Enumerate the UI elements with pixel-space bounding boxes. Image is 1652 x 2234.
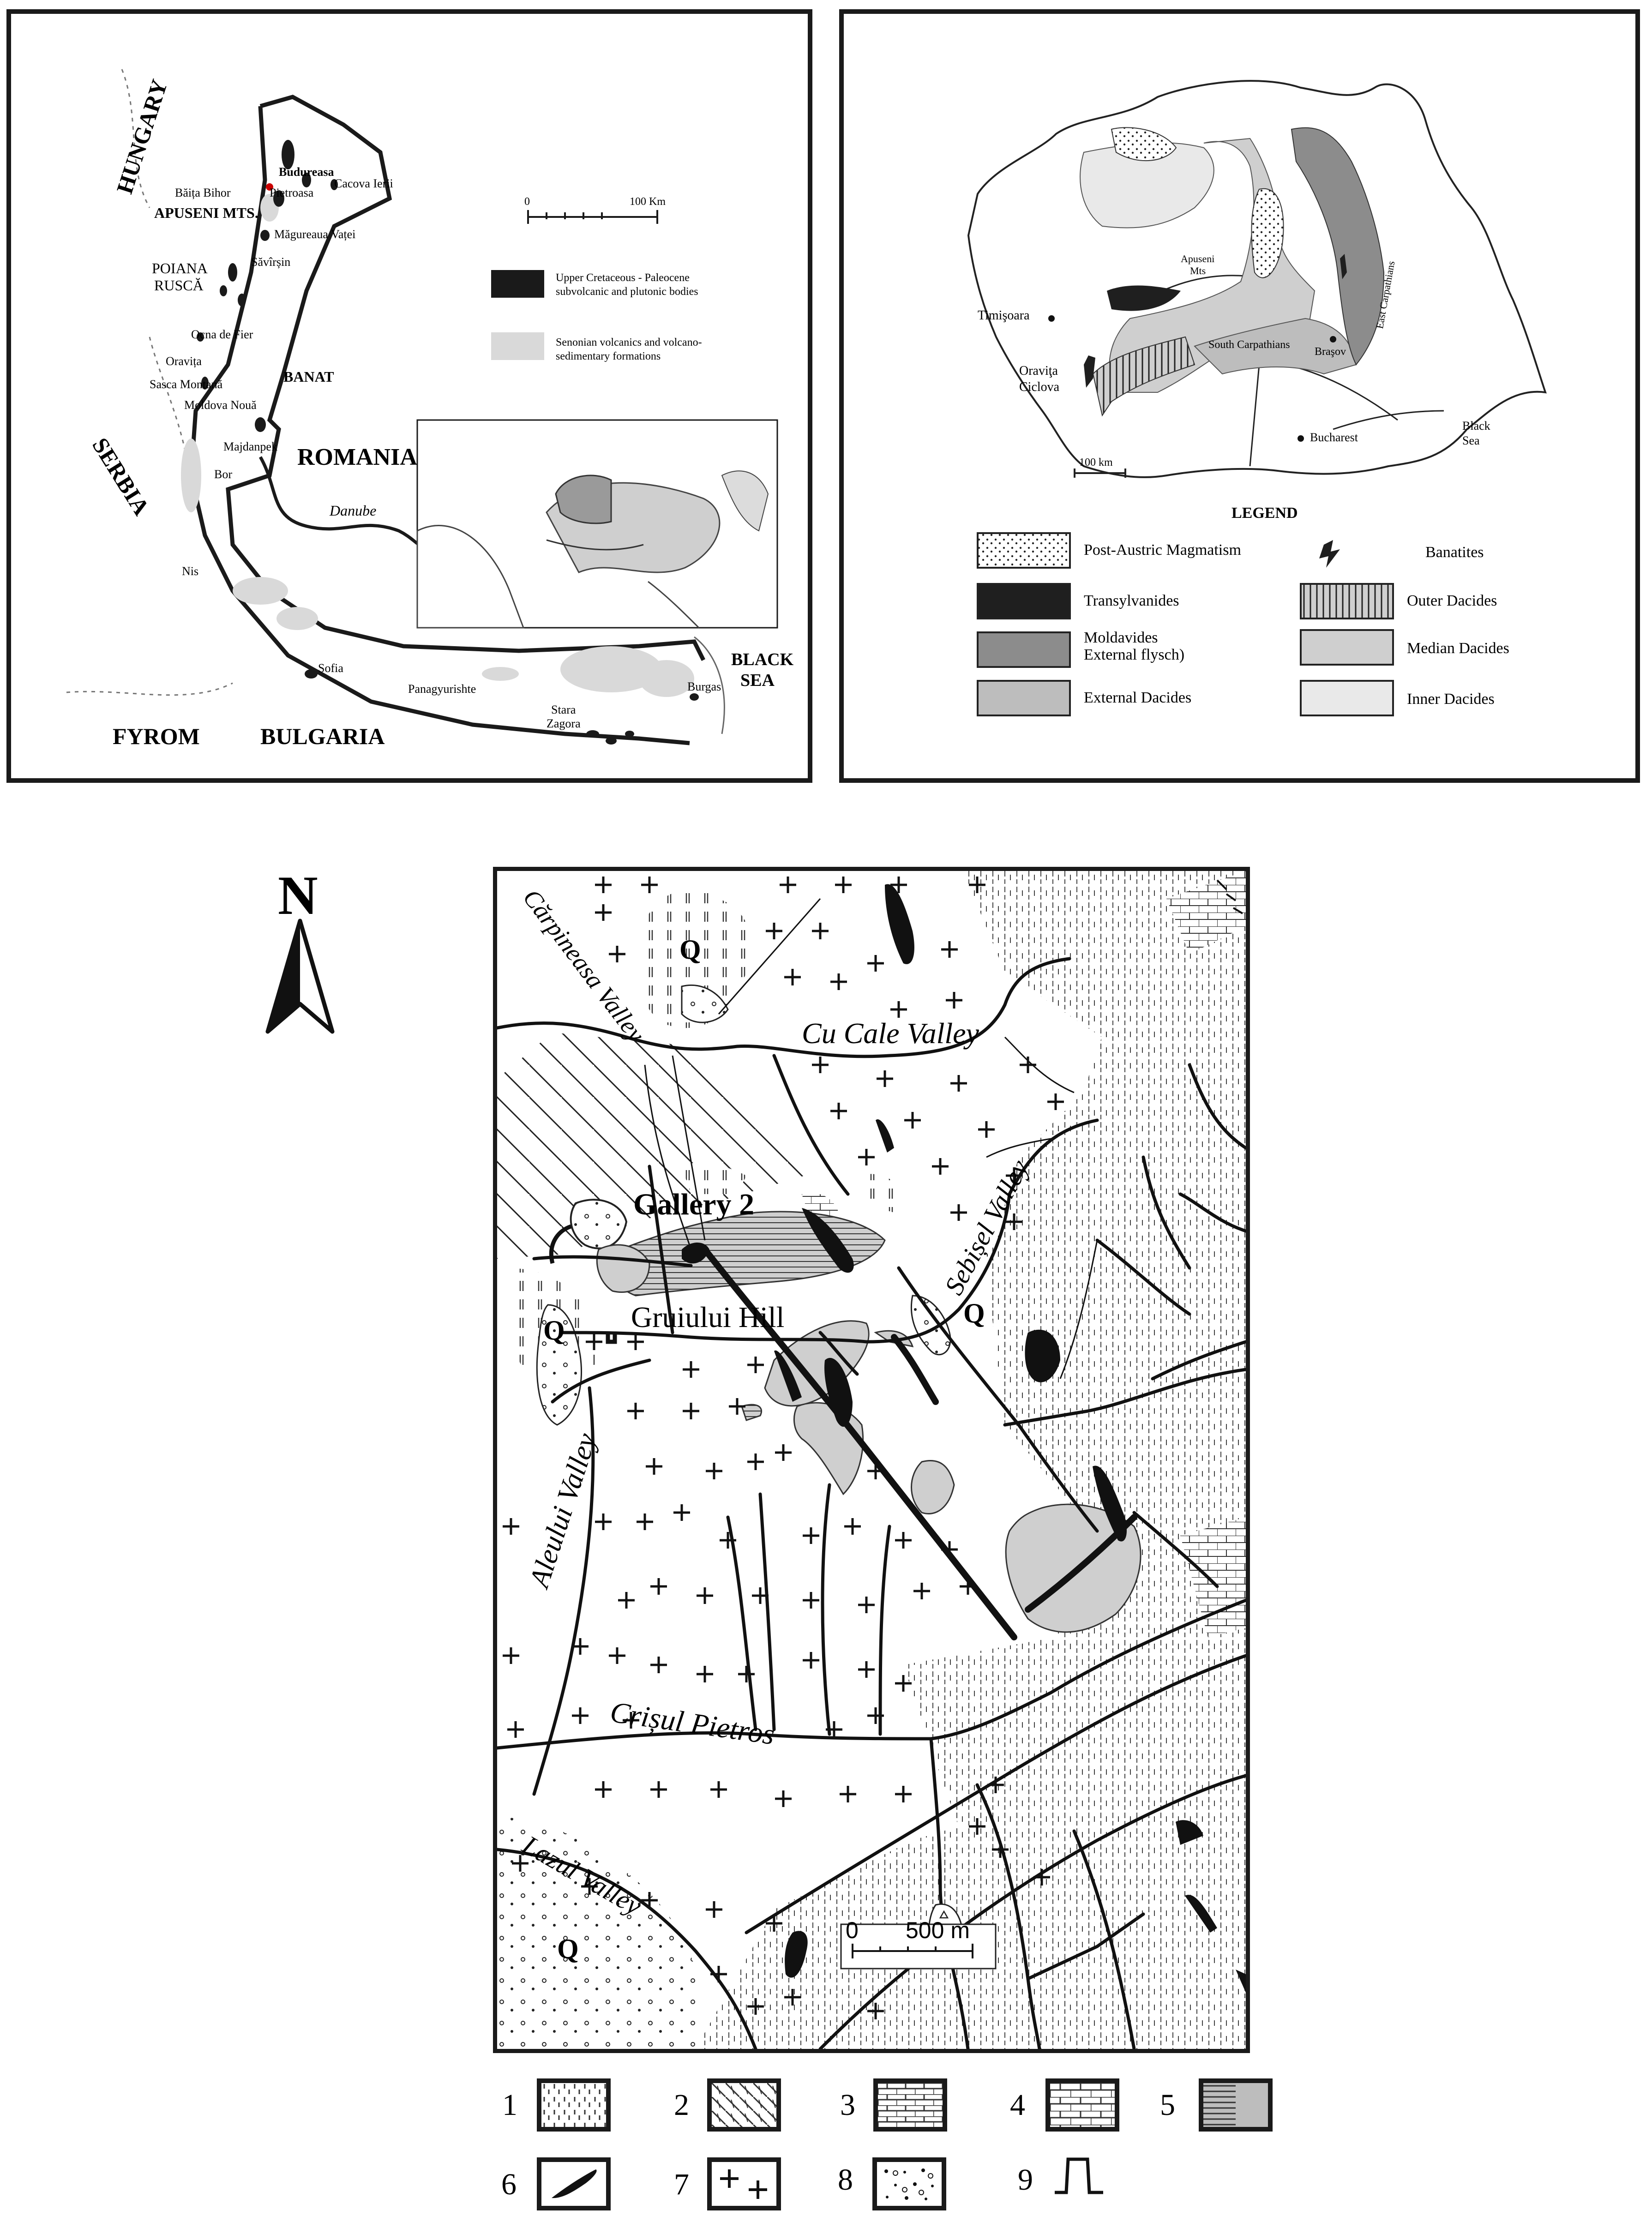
key-swatch-6 <box>537 2157 611 2210</box>
label-moldova-noua: Moldova Nouă <box>184 398 257 412</box>
key-num-9: 9 <box>1018 2163 1033 2197</box>
label-cu-cale-valley: Cu Cale Valley <box>802 1017 979 1050</box>
label-zagora: Zagora <box>547 717 581 730</box>
label-oravita: Oraviţa <box>1019 364 1058 378</box>
label-q-south: Q <box>557 1934 579 1964</box>
key-num-8: 8 <box>838 2163 853 2197</box>
label-nis: Nis <box>182 565 199 578</box>
label-south-carpathians: South Carpathians <box>1208 339 1290 351</box>
key-swatch-2 <box>707 2078 781 2132</box>
label-cacova-ierii: Cacova Ierii <box>334 177 393 190</box>
legend-title: LEGEND <box>1231 504 1298 522</box>
label-pietroasa: Pietroasa <box>270 186 314 199</box>
key-num-4: 4 <box>1010 2088 1025 2122</box>
key-num-6: 6 <box>501 2168 517 2201</box>
label-fyrom: FYROM <box>113 723 200 749</box>
key-swatch-1 <box>537 2078 611 2132</box>
scale-start: 0 <box>524 196 530 208</box>
label-poiana: POIANA <box>152 260 208 276</box>
label-black: Black <box>1462 419 1490 432</box>
key-swatch-4 <box>1045 2078 1119 2132</box>
key-num-5: 5 <box>1160 2088 1175 2122</box>
label-oravita: Oravița <box>166 354 202 368</box>
label-bucharest: Bucharest <box>1310 431 1358 444</box>
label-mts: Mts <box>1190 265 1206 276</box>
key-swatch-5 <box>1199 2078 1273 2132</box>
legend-post-austric: Post-Austric Magmatism <box>1084 541 1241 558</box>
label-sea: Sea <box>1462 434 1480 447</box>
label-apuseni-mts: APUSENI MTS. <box>154 204 258 221</box>
north-arrow-icon <box>265 919 335 1034</box>
scale-end: 500 m <box>906 1917 970 1943</box>
label-banat: BANAT <box>283 368 334 385</box>
label-brasov: Braşov <box>1315 346 1346 358</box>
key-num-2: 2 <box>674 2088 689 2122</box>
legend-external-dacides: External Dacides <box>1084 689 1192 706</box>
regional-map-drawing <box>66 69 778 745</box>
label-majdanpek: Majdanpek <box>223 440 277 453</box>
key-num-3: 3 <box>840 2088 855 2122</box>
label-bor: Bor <box>214 468 232 481</box>
label-timisoara: Timişoara <box>978 308 1030 323</box>
legend-median-dacides: Median Dacides <box>1407 640 1509 657</box>
label-burgas: Burgas <box>687 680 721 693</box>
key-swatch-3 <box>873 2078 947 2132</box>
label-romania: ROMANIA <box>297 444 417 470</box>
panel-romania-tectonic-map: Apuseni Mts Timişoara Braşov East Carpat… <box>839 9 1640 783</box>
legend-moldavides-2: External flysch) <box>1084 646 1185 663</box>
scale-end: 100 Km <box>630 196 666 208</box>
north-label: N <box>278 865 318 926</box>
key-swatch-7 <box>707 2157 781 2210</box>
legend-banatites: Banatites <box>1425 544 1484 561</box>
local-map-drawing <box>497 871 1246 2049</box>
label-q-north: Q <box>679 934 701 965</box>
label-q-west: Q <box>543 1315 565 1345</box>
legend-upper-cretaceous-2: subvolcanic and plutonic bodies <box>556 286 698 298</box>
key-num-1: 1 <box>502 2088 517 2122</box>
label-savirsin: Săvîrșin <box>251 255 291 269</box>
panel-regional-map: HUNGARY Băița Bihor Budureasa Pietroasa … <box>6 9 812 783</box>
label-bulgaria: BULGARIA <box>260 723 385 749</box>
legend-transylvanides: Transylvanides <box>1084 592 1179 609</box>
label-sofia: Sofia <box>318 661 343 675</box>
scale-label: 100 km <box>1079 456 1113 468</box>
legend-outer-dacides: Outer Dacides <box>1407 592 1497 609</box>
legend-moldavides: Moldavides <box>1084 629 1158 646</box>
label-sasca-montana: Sasca Montană <box>150 378 223 391</box>
legend-senonian-1: Senonian volcanics and volcano- <box>556 336 702 348</box>
legend-upper-cretaceous-1: Upper Cretaceous - Paleocene <box>556 272 690 284</box>
label-rusca: RUSCĂ <box>154 277 204 294</box>
label-magureaua-vatei: Măgureaua Vaței <box>274 228 356 241</box>
label-danube: Danube <box>330 502 377 519</box>
panel-local-geological-map: Cărpineasa Valley Q Cu Cale Valley Galle… <box>493 867 1250 2053</box>
label-apuseni: Apuseni <box>1181 253 1215 264</box>
key-num-7: 7 <box>674 2168 689 2201</box>
label-budureasa: Budureasa <box>279 165 334 179</box>
label-gruiului-hill: Gruiului Hill <box>631 1301 785 1333</box>
key-swatch-8 <box>872 2157 946 2210</box>
label-panagyurishte: Panagyurishte <box>408 682 476 696</box>
label-black: BLACK <box>731 650 794 669</box>
legend-senonian-2: sedimentary formations <box>556 350 661 362</box>
romania-map-drawing <box>967 80 1547 716</box>
label-ocna-de-fier: Ocna de Fier <box>191 328 253 341</box>
label-baita-bihor: Băița Bihor <box>175 186 231 199</box>
scale-start: 0 <box>846 1917 859 1943</box>
label-ciclova: Ciclova <box>1019 380 1060 394</box>
label-sea: SEA <box>740 671 775 690</box>
key-symbol-9-icon <box>1055 2157 1103 2194</box>
legend-inner-dacides: Inner Dacides <box>1407 691 1495 708</box>
label-gallery-2: Gallery 2 <box>633 1188 755 1221</box>
label-q-east: Q <box>963 1298 985 1328</box>
label-stara: Stara <box>551 703 576 716</box>
